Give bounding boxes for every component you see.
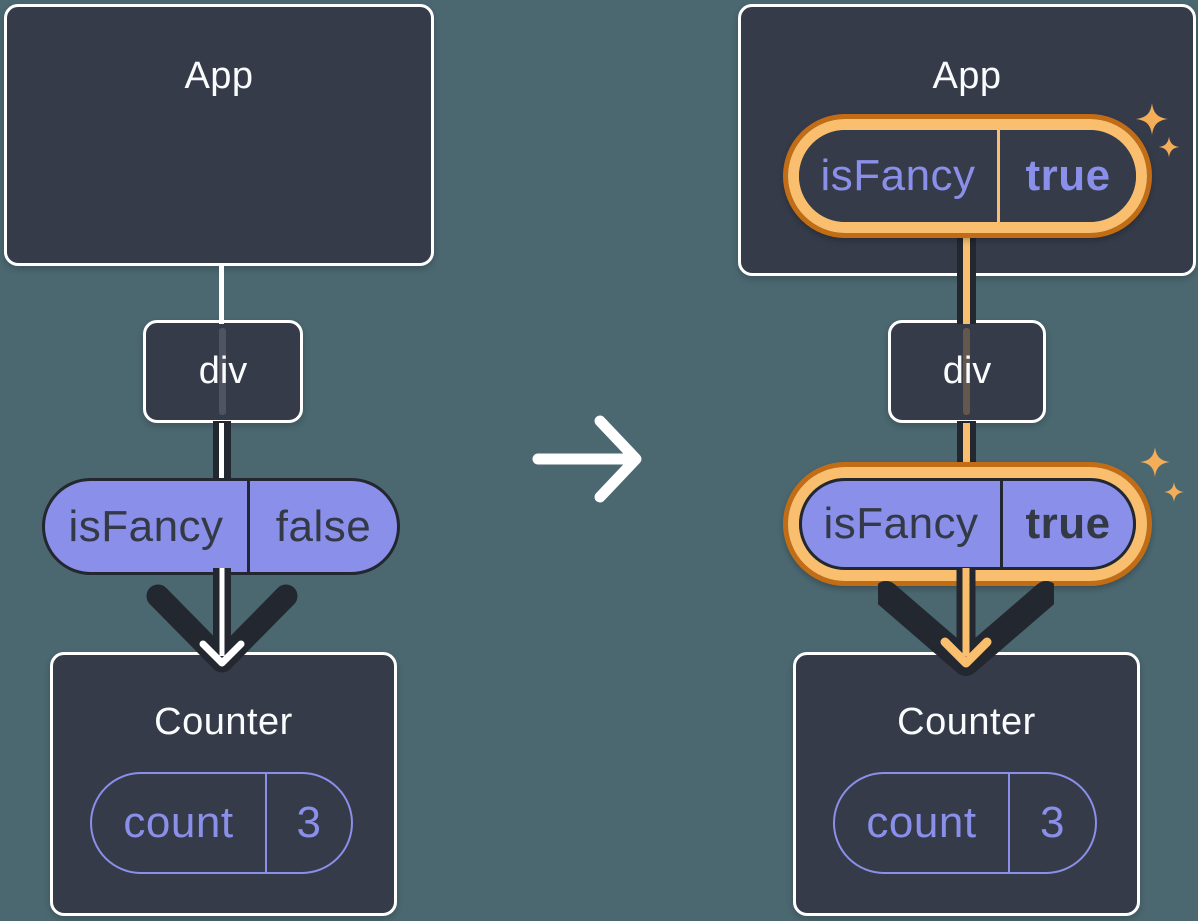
after-app-prop-value: true — [997, 130, 1136, 222]
after-counter-state-value: 3 — [1008, 774, 1095, 872]
right-arrow-icon — [532, 415, 642, 503]
after-edge-app-div-core — [963, 230, 970, 324]
before-passed-prop-value: false — [247, 481, 397, 572]
after-app-prop-pill-ring: isFancy true — [788, 119, 1147, 233]
after-app-sparkles-icon — [1136, 103, 1180, 158]
after-pill-sparkles-icon — [1140, 447, 1184, 502]
after-app-prop-name: isFancy — [820, 151, 976, 200]
after-passed-prop-pill: isFancy true — [799, 478, 1136, 570]
after-div-pass-through-line — [963, 328, 970, 415]
after-passed-prop-name: isFancy — [823, 499, 979, 548]
before-app-box: App — [4, 4, 434, 266]
before-edge-app-div — [219, 264, 224, 324]
before-div-pass-through-line — [219, 328, 226, 415]
after-prop-arrow-icon — [878, 568, 1054, 676]
before-passed-prop-pill: isFancy false — [42, 478, 400, 575]
before-app-title: App — [184, 55, 254, 97]
before-div-box: div — [143, 320, 303, 423]
before-div-label: div — [198, 350, 248, 392]
after-app-prop-pill-highlight: isFancy true — [783, 114, 1152, 238]
before-counter-title: Counter — [154, 701, 293, 743]
after-app-title: App — [932, 55, 1002, 97]
after-div-box: div — [888, 320, 1046, 423]
before-prop-arrow-icon — [146, 568, 298, 673]
after-app-prop-pill: isFancy true — [799, 130, 1136, 222]
after-edge-div-pill-core — [963, 423, 970, 480]
after-counter-title: Counter — [897, 701, 1036, 743]
before-counter-state-pill: count 3 — [90, 772, 353, 874]
after-passed-prop-value: true — [1000, 481, 1133, 567]
after-counter-state-pill: count 3 — [833, 772, 1097, 874]
before-counter-state-value: 3 — [265, 774, 351, 872]
before-edge-div-pill-core — [219, 423, 224, 480]
after-passed-prop-pill-ring: isFancy true — [788, 467, 1147, 581]
before-counter-state-name: count — [123, 798, 234, 847]
after-div-label: div — [942, 350, 992, 392]
after-counter-state-name: count — [866, 798, 977, 847]
before-passed-prop-name: isFancy — [68, 501, 224, 551]
